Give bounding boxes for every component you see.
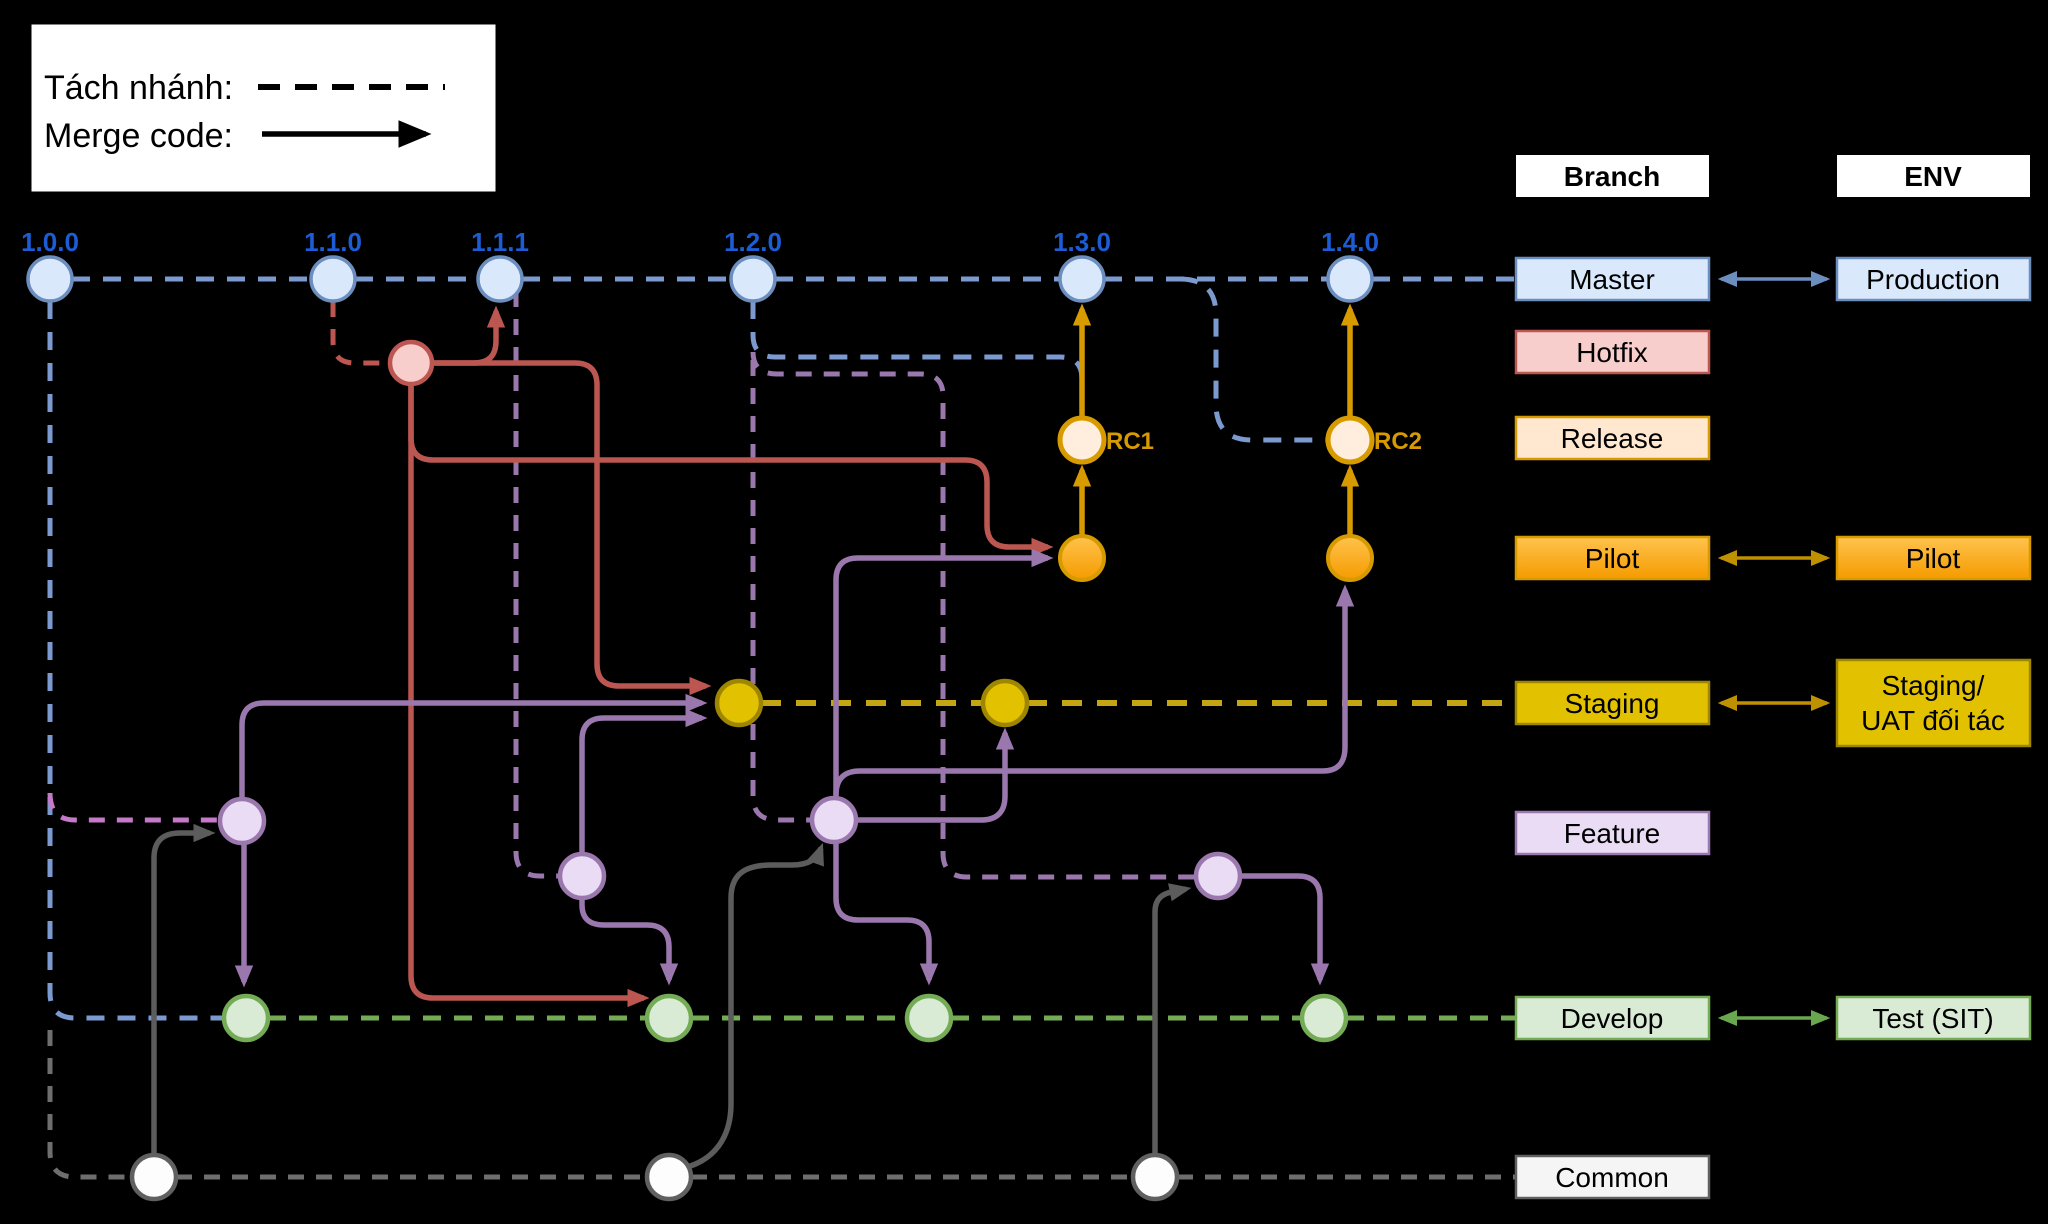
commit-node-common1 bbox=[129, 1152, 179, 1202]
merge-common2-to-feature3 bbox=[683, 842, 824, 1171]
branch-box-hotfix bbox=[1514, 329, 1711, 375]
branch-box-pilot bbox=[1514, 535, 1711, 581]
commit-node-master-1-1-1 bbox=[476, 255, 524, 303]
rc2-label: RC2 bbox=[1374, 428, 1422, 455]
merge-feature3-to-pilot2 bbox=[833, 584, 1355, 796]
branch-box-release bbox=[1514, 415, 1711, 461]
branch-label-hotfix: Hotfix bbox=[1576, 337, 1648, 368]
split-common-line bbox=[47, 1030, 131, 1180]
merge-hotfix-to-pilot1 bbox=[408, 384, 1054, 557]
version-label-130: 1.3.0 bbox=[1053, 227, 1111, 257]
split-feature4-line bbox=[750, 351, 1195, 880]
env-label-staging-line1: Staging/ bbox=[1882, 670, 1985, 701]
version-label-140: 1.4.0 bbox=[1321, 227, 1379, 257]
commit-node-develop1 bbox=[221, 993, 271, 1043]
branch-box-common bbox=[1514, 1154, 1711, 1200]
branch-box-develop bbox=[1514, 995, 1711, 1041]
version-label-120: 1.2.0 bbox=[724, 227, 782, 257]
commit-node-master-1-2-0 bbox=[729, 255, 777, 303]
commit-node-master-1-3-0 bbox=[1058, 255, 1106, 303]
branch-header-box bbox=[1516, 155, 1709, 197]
commit-node-pilot1 bbox=[1058, 534, 1106, 582]
commit-node-rc2 bbox=[1325, 415, 1375, 465]
merge-hotfix-to-develop2 bbox=[408, 384, 650, 1008]
commit-node-feature4 bbox=[1193, 851, 1243, 901]
legend-split-label: Tách nhánh: bbox=[44, 69, 233, 107]
branch-box-master bbox=[1514, 256, 1711, 302]
commit-node-develop3 bbox=[904, 993, 954, 1043]
legend: Tách nhánh: Merge code: bbox=[28, 21, 499, 195]
merge-feature3-to-develop3 bbox=[833, 842, 939, 986]
branch-box-feature bbox=[1514, 810, 1711, 856]
rc1-label: RC1 bbox=[1106, 428, 1154, 455]
merge-common3-to-feature4 bbox=[1152, 883, 1192, 1155]
branch-label-feature: Feature bbox=[1564, 818, 1661, 849]
commit-node-rc1 bbox=[1057, 415, 1107, 465]
branch-label-release: Release bbox=[1561, 423, 1664, 454]
legend-merge-label: Merge code: bbox=[44, 117, 233, 155]
env-label-test-sit: Test (SIT) bbox=[1872, 1003, 1993, 1034]
commit-node-master-1-0-0 bbox=[26, 255, 74, 303]
version-label-111: 1.1.1 bbox=[471, 227, 529, 257]
commit-node-feature3 bbox=[809, 795, 859, 845]
branch-column: Branch Master Hotfix Release Pilot Stagi… bbox=[1514, 155, 1711, 1200]
commit-node-hotfix bbox=[387, 339, 435, 387]
commit-node-master-1-4-0 bbox=[1326, 255, 1374, 303]
branch-split-lines bbox=[47, 276, 1516, 1180]
split-hotfix-line bbox=[330, 301, 389, 366]
branch-box-staging bbox=[1514, 680, 1711, 726]
branch-label-common: Common bbox=[1555, 1162, 1669, 1193]
commit-node-develop4 bbox=[1299, 993, 1349, 1043]
split-master-to-develop-line bbox=[47, 301, 224, 1021]
env-box-test-sit bbox=[1835, 995, 2032, 1041]
env-label-production: Production bbox=[1866, 264, 2000, 295]
merge-common1-to-feature1 bbox=[151, 823, 216, 1155]
branch-label-pilot: Pilot bbox=[1585, 543, 1640, 574]
commit-node-common3 bbox=[1130, 1152, 1180, 1202]
legend-box bbox=[28, 21, 499, 195]
env-column: ENV Production Pilot Staging/ UAT đối tá… bbox=[1835, 155, 2032, 1041]
merge-feature1-to-staging1 bbox=[239, 693, 708, 798]
branch-label-develop: Develop bbox=[1561, 1003, 1664, 1034]
split-release-rc2-line bbox=[1179, 276, 1326, 443]
commit-node-develop2 bbox=[644, 993, 694, 1043]
merge-feature3-to-pilot1 bbox=[833, 548, 1054, 798]
env-box-pilot bbox=[1835, 535, 2032, 581]
env-label-staging-line2: UAT đối tác bbox=[1861, 705, 2005, 736]
commit-node-master-1-1-0 bbox=[309, 255, 357, 303]
env-header-box bbox=[1837, 155, 2030, 197]
merge-hotfix-to-staging1 bbox=[432, 360, 712, 696]
commit-node-common2 bbox=[644, 1152, 694, 1202]
env-links bbox=[1717, 270, 1831, 1027]
env-label-pilot: Pilot bbox=[1906, 543, 1961, 574]
commit-nodes bbox=[26, 255, 1375, 1202]
env-box-staging-uat bbox=[1835, 658, 2032, 748]
merge-lines bbox=[151, 303, 1360, 1171]
version-label-100: 1.0.0 bbox=[21, 227, 79, 257]
commit-node-feature1 bbox=[217, 796, 267, 846]
commit-node-pilot2 bbox=[1326, 534, 1374, 582]
merge-feature2-to-staging1 bbox=[579, 708, 708, 855]
branch-label-staging: Staging bbox=[1565, 688, 1660, 719]
split-feature3-line bbox=[750, 360, 811, 823]
branch-header-label: Branch bbox=[1564, 161, 1660, 192]
merge-feature3-to-staging2 bbox=[856, 727, 1015, 823]
commit-node-staging1 bbox=[714, 678, 764, 728]
commit-node-feature2 bbox=[557, 851, 607, 901]
merge-feature2-to-develop2 bbox=[579, 898, 679, 986]
version-labels: 1.0.0 1.1.0 1.1.1 1.2.0 1.3.0 1.4.0 RC1 … bbox=[21, 227, 1422, 455]
split-feature1-line bbox=[47, 792, 219, 823]
version-label-110: 1.1.0 bbox=[304, 227, 362, 257]
merge-feature4-to-develop4 bbox=[1240, 873, 1330, 986]
branch-label-master: Master bbox=[1569, 264, 1655, 295]
commit-node-staging2 bbox=[980, 678, 1030, 728]
split-feature2-line bbox=[513, 291, 559, 879]
env-header-label: ENV bbox=[1904, 161, 1962, 192]
env-box-production bbox=[1835, 256, 2032, 302]
